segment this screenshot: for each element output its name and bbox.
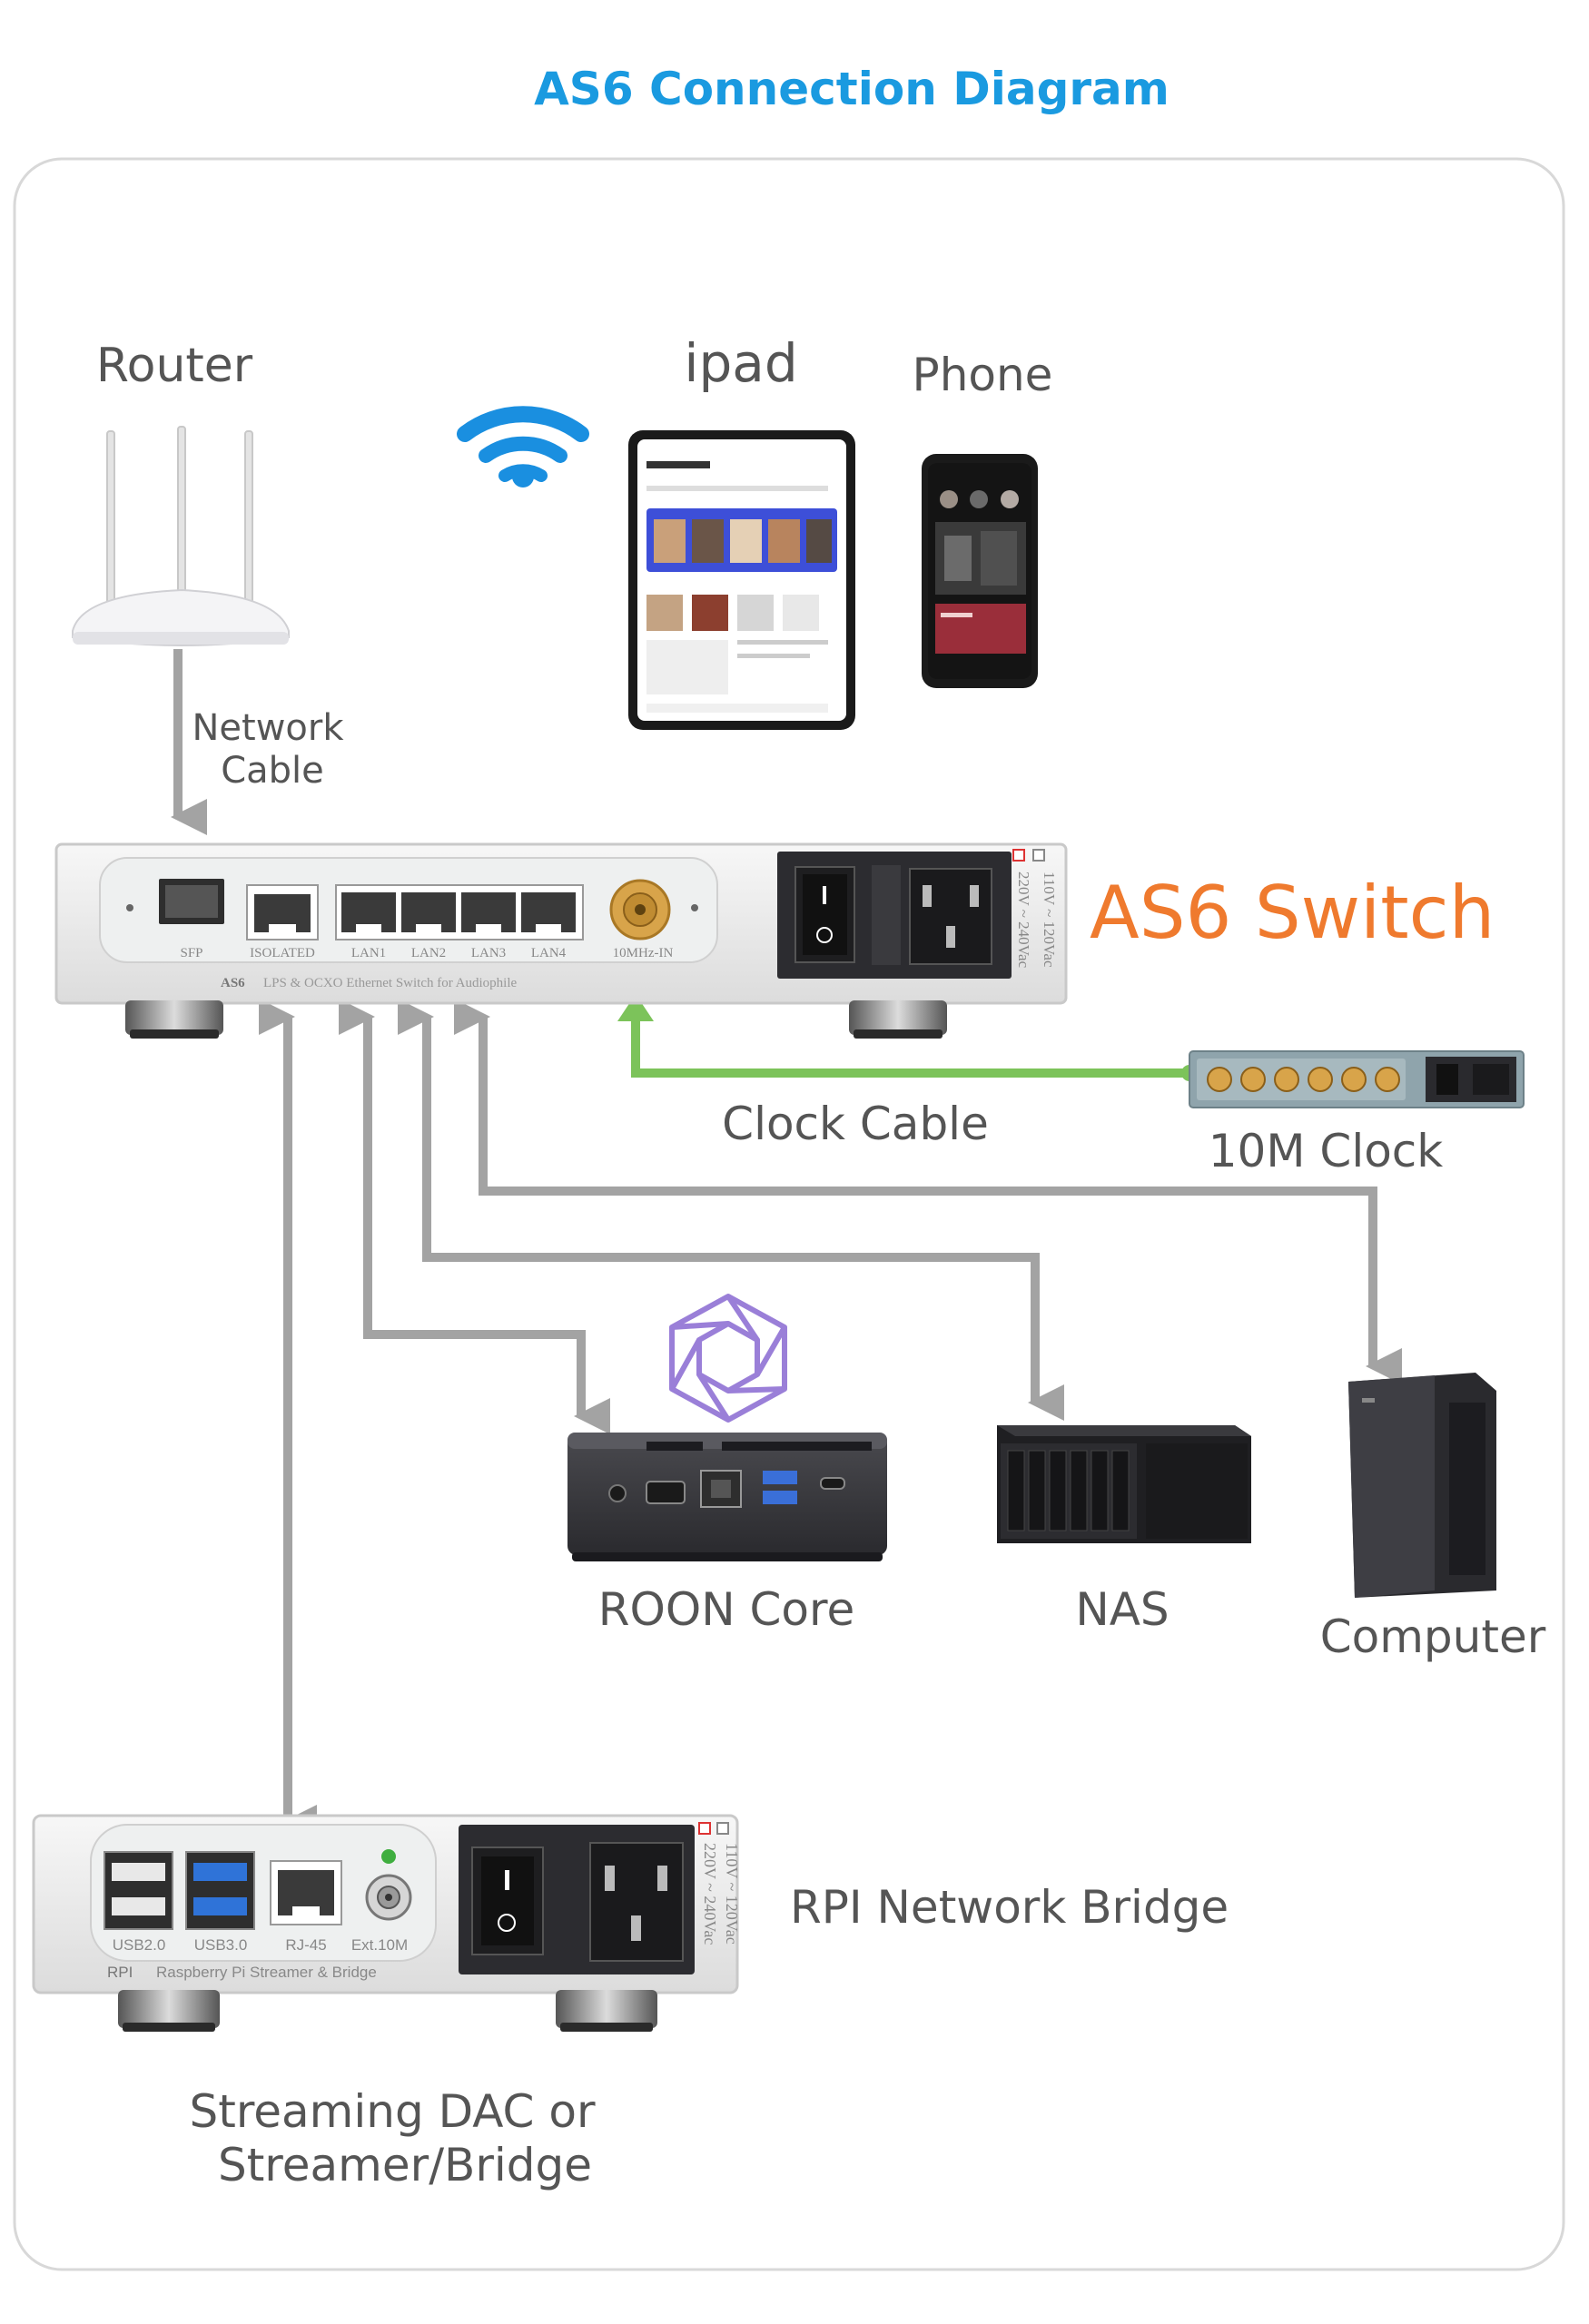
rpi-model: RPI xyxy=(107,1964,133,1981)
as6-power-socket[interactable] xyxy=(909,868,992,965)
rpi-bridge-device: USB2.0 USB3.0 RJ-45 Ext.10M RPI Raspberr… xyxy=(32,1814,741,2032)
rpi-port-usb2[interactable] xyxy=(104,1851,173,1930)
streaming-label-line2: Streamer/Bridge xyxy=(218,2139,592,2191)
roon-core-label: ROON Core xyxy=(598,1583,854,1636)
rpi-voltage-box xyxy=(716,1822,729,1835)
router-device xyxy=(72,426,290,646)
as6-port-label-10mhz: 10MHz-IN xyxy=(613,946,674,960)
as6-port-label-lan1: LAN1 xyxy=(351,946,386,960)
rpi-voltage-box-red xyxy=(698,1822,711,1835)
as6-port-label-lan2: LAN2 xyxy=(411,946,446,960)
computer-label: Computer xyxy=(1320,1610,1546,1663)
ipad-device xyxy=(628,430,855,730)
as6-voltage-1: 110V ~ 120Vac xyxy=(1041,872,1058,968)
streaming-label-line1: Streaming DAC or xyxy=(189,2085,595,2138)
ipad-label: ipad xyxy=(684,332,797,394)
roon-logo-icon xyxy=(669,1294,787,1423)
network-cable-label-line2: Cable xyxy=(221,750,324,792)
lan3-to-computer-cable xyxy=(454,999,1402,1384)
as6-model: AS6 xyxy=(221,976,245,990)
as6-voltage-box xyxy=(1032,849,1045,862)
router-label: Router xyxy=(96,339,253,393)
as6-power-switch[interactable] xyxy=(794,866,855,963)
as6-port-sfp[interactable] xyxy=(159,879,224,924)
cables xyxy=(171,649,1402,1841)
as6-port-isolated[interactable] xyxy=(246,884,319,940)
network-cable-label-line1: Network xyxy=(192,707,344,749)
as6-voltage-2: 220V ~ 240Vac xyxy=(1015,872,1032,969)
computer-device xyxy=(1348,1373,1496,1598)
rpi-power-switch[interactable] xyxy=(471,1846,544,1955)
nas-label: NAS xyxy=(1075,1583,1169,1636)
as6-switch-label: AS6 Switch xyxy=(1090,871,1495,955)
rpi-port-label-usb2: USB2.0 xyxy=(113,1936,166,1954)
rpi-voltage-1: 110V ~ 120Vac xyxy=(723,1843,741,1945)
wifi-icon xyxy=(457,406,589,487)
clock-cable-label: Clock Cable xyxy=(722,1098,989,1150)
diagram-title: AS6 Connection Diagram xyxy=(534,63,1170,115)
phone-device xyxy=(922,454,1038,688)
roon-core-device xyxy=(568,1433,887,1561)
rpi-model-desc: Raspberry Pi Streamer & Bridge xyxy=(156,1964,377,1981)
phone-label: Phone xyxy=(913,349,1053,401)
as6-voltage-box-red xyxy=(1012,849,1025,862)
as6-port-label-lan3: LAN3 xyxy=(471,946,506,960)
as6-port-label-isolated: ISOLATED xyxy=(250,946,315,960)
rpi-port-usb3[interactable] xyxy=(185,1851,255,1930)
clock-label: 10M Clock xyxy=(1209,1125,1444,1177)
rpi-port-label-usb3: USB3.0 xyxy=(194,1936,248,1954)
rpi-port-label-rj45: RJ-45 xyxy=(285,1936,326,1954)
rpi-status-led xyxy=(381,1849,396,1864)
rpi-port-label-ext10m: Ext.10M xyxy=(351,1936,408,1954)
rpi-bridge-label: RPI Network Bridge xyxy=(790,1881,1229,1934)
rpi-port-ext10m[interactable] xyxy=(365,1874,412,1921)
as6-lan-block xyxy=(335,884,584,940)
as6-port-label-sfp: SFP xyxy=(180,946,202,960)
nas-device xyxy=(997,1425,1251,1543)
rpi-voltage-2: 220V ~ 240Vac xyxy=(701,1843,719,1945)
as6-switch-device: SFP ISOLATED LAN1 LAN2 LAN3 LAN4 10MHz-I… xyxy=(54,842,1068,1039)
rpi-power-socket[interactable] xyxy=(589,1842,684,1962)
as6-model-desc: LPS & OCXO Ethernet Switch for Audiophil… xyxy=(263,976,517,990)
clock-device xyxy=(1189,1050,1525,1108)
as6-port-10mhz[interactable] xyxy=(609,879,671,940)
as6-port-label-lan4: LAN4 xyxy=(531,946,567,960)
rpi-port-rj45[interactable] xyxy=(270,1860,342,1925)
